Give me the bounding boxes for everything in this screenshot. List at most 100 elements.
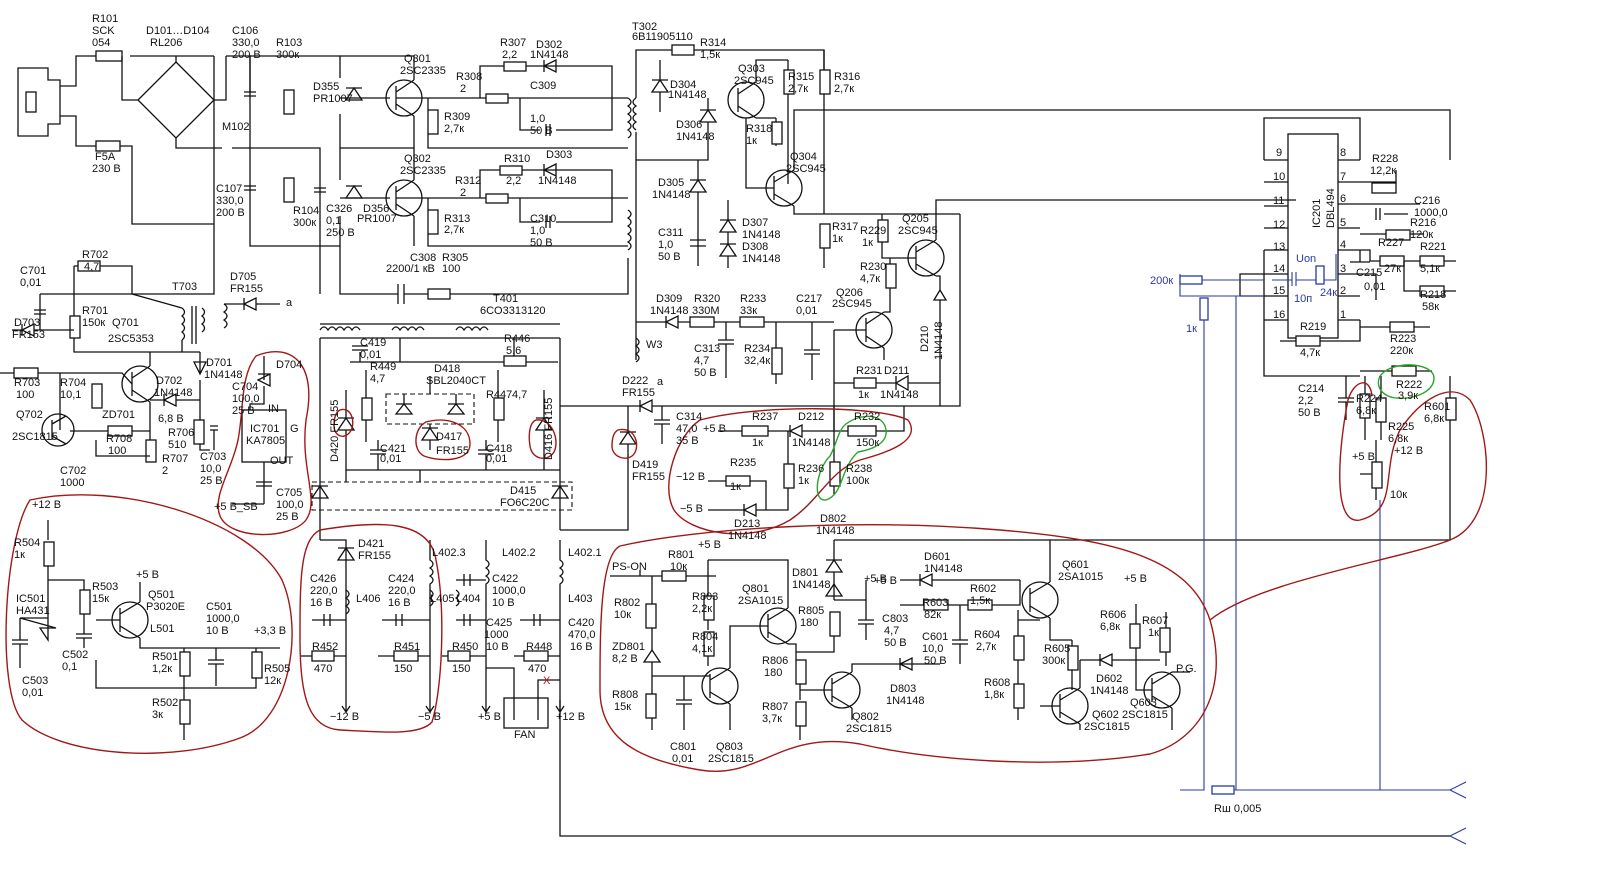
label-d419: D419: [632, 459, 658, 471]
label-c502: C502: [62, 649, 88, 661]
label-c106v: 330,0: [232, 37, 260, 49]
label-t401: T401: [493, 293, 518, 305]
label-r603v: 82к: [924, 609, 941, 621]
label-r315v: 2,7к: [788, 83, 808, 95]
label-d705: D705: [230, 271, 256, 283]
label-c502v: 0,1: [62, 661, 77, 673]
label-r502: R502: [152, 697, 178, 709]
label-d419t: FR155: [632, 471, 665, 483]
label-r801: R801: [668, 549, 694, 561]
label-r452v: 470: [314, 663, 332, 675]
label-q303t: 2SC945: [734, 75, 774, 87]
label-l4022: L402.2: [502, 547, 536, 559]
label-d803t: 1N4148: [886, 695, 925, 707]
label-d308t: 1N4148: [742, 253, 781, 265]
label-d304t: 1N4148: [668, 89, 707, 101]
label-q801t: 2SA1015: [738, 595, 783, 607]
label-d222t: FR155: [622, 387, 655, 399]
label-r701v: 150к: [82, 317, 105, 329]
label-r805v: 180: [800, 617, 818, 629]
label-r602v: 1,5к: [970, 595, 990, 607]
label-r216v: 120к: [1410, 229, 1433, 241]
label-r320: R320: [694, 293, 720, 305]
label-ka7805: KA7805: [246, 435, 285, 447]
label-r318: R318: [746, 123, 772, 135]
label-r803: R803: [692, 591, 718, 603]
label-r237v: 1к: [752, 437, 763, 449]
label-r604: R604: [974, 629, 1000, 641]
label-d302t: 1N4148: [530, 49, 569, 61]
label-r307: R307: [500, 37, 526, 49]
label-r228v: 12,2к: [1370, 165, 1396, 177]
label-d356: D356: [363, 203, 389, 215]
label-r501: R501: [152, 651, 178, 663]
label-c214v: 2,2: [1298, 395, 1313, 407]
label-r504: R504: [14, 537, 40, 549]
label-r601v: 6,8к: [1424, 413, 1444, 425]
label-c313: C313: [694, 343, 720, 355]
label-q301t: 2SC2335: [400, 65, 446, 77]
label-l501: L501: [150, 623, 174, 635]
label-q803: Q803: [716, 741, 743, 753]
label-dbl494: DBL494: [1325, 188, 1337, 228]
label-r702: R702: [82, 249, 108, 261]
label-d602t: 1N4148: [1090, 685, 1129, 697]
label-w3: W3: [646, 339, 663, 351]
label-c214u: 50 В: [1298, 407, 1321, 419]
pin-14: 2: [1340, 285, 1346, 297]
label-l403: L403: [568, 593, 592, 605]
label-r312v: 2: [460, 187, 466, 199]
label-r225: R225: [1388, 421, 1414, 433]
pin-5: 14: [1273, 263, 1285, 275]
label-r502v: 3к: [152, 709, 163, 721]
label-d304: D304: [670, 79, 696, 91]
label-r317: R317: [832, 221, 858, 233]
label-c702v: 1000: [60, 477, 84, 489]
label-r228: R228: [1372, 153, 1398, 165]
label-c704v: 100,0: [232, 393, 260, 405]
label-l404: L404: [456, 593, 480, 605]
label-c424v: 220,0: [388, 585, 416, 597]
label-zd801v: 8,2 В: [612, 653, 638, 665]
label-d415t: FO6C20C: [500, 497, 550, 509]
label-r309v: 2,7к: [444, 123, 464, 135]
label-p5b: +5 В: [478, 711, 501, 723]
label-c326: C326: [326, 203, 352, 215]
label-m12b: −12 В: [330, 711, 359, 723]
label-r234: R234: [744, 343, 770, 355]
label-p5h: +5 В: [1352, 451, 1375, 463]
label-c601v: 10,0: [922, 643, 943, 655]
label-c419: C419: [360, 337, 386, 349]
marks: X: [543, 675, 551, 687]
label-c311u: 50 В: [658, 251, 681, 263]
label-r317v: 1к: [832, 233, 843, 245]
label-r218: R218: [1420, 289, 1446, 301]
label-d213: D213: [734, 518, 760, 530]
label-r703: R703: [14, 377, 40, 389]
label-r446: R446: [504, 333, 530, 345]
label-r219v: 4,7к: [1300, 347, 1320, 359]
label-f5au: 230 В: [92, 163, 121, 175]
label-c421: C421: [380, 443, 406, 455]
label-p5f: +5 В: [874, 575, 897, 587]
label-c705u: 25 В: [276, 511, 299, 523]
label-d801: D801: [792, 567, 818, 579]
label-d212: D212: [798, 411, 824, 423]
label-c326v: 0,1: [326, 215, 341, 227]
label-c420: C420: [568, 617, 594, 629]
pin-4: 13: [1273, 241, 1285, 253]
label-q205t: 2SC945: [898, 225, 938, 237]
label-p5sb: +5 В_SB: [214, 501, 258, 513]
label-r707: R707: [162, 453, 188, 465]
label-c216v: 1000,0: [1414, 207, 1448, 219]
pin-8: 8: [1340, 147, 1346, 159]
label-c701v: 0,01: [20, 277, 41, 289]
label-r235: R235: [730, 457, 756, 469]
label-c425: C425: [486, 617, 512, 629]
label-r607v: 1к: [1148, 627, 1159, 639]
label-r448: R448: [526, 641, 552, 653]
label-d309: D309: [656, 293, 682, 305]
label-r447v: 4,7: [512, 389, 527, 401]
label-c217: C217: [796, 293, 822, 305]
pin-11: 5: [1340, 217, 1346, 229]
